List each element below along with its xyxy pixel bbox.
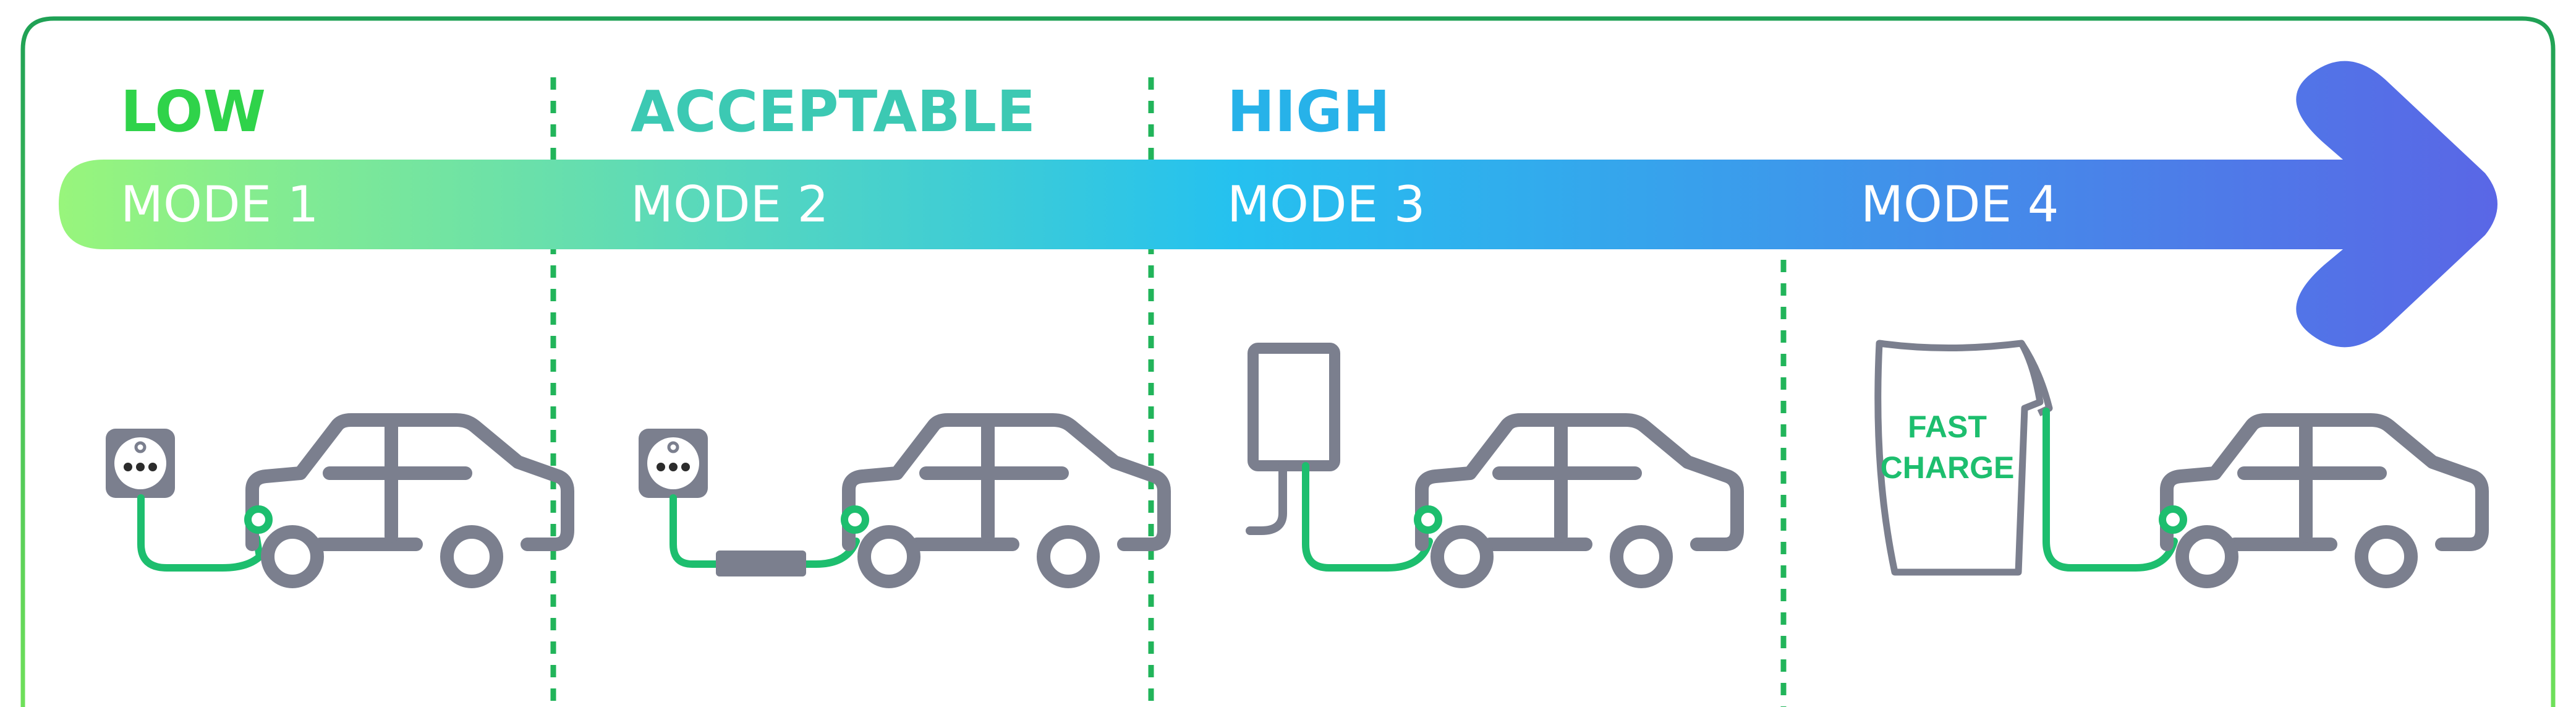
power-level-arrow <box>59 61 2497 348</box>
level-label-low: LOW <box>121 79 266 145</box>
car-icon <box>248 420 567 581</box>
socket-icon <box>639 429 708 498</box>
fast-charge-label-line1: FAST <box>1908 409 1987 444</box>
fast-charge-label-line2: CHARGE <box>1881 450 2015 485</box>
charging-cable <box>670 494 860 568</box>
charging-cable <box>1302 462 1433 572</box>
car-icon <box>844 420 1164 581</box>
mode-label-3: MODE 3 <box>1227 176 1425 233</box>
mode-label-1: MODE 1 <box>121 176 318 233</box>
mode-2-illustration <box>639 420 1164 581</box>
charging-cable <box>137 494 263 572</box>
mode-3-illustration <box>1246 343 1737 581</box>
car-icon <box>2162 420 2482 581</box>
mode-label-4: MODE 4 <box>1861 176 2059 233</box>
mode-4-illustration: FAST CHARGE <box>1874 340 2482 581</box>
frame-border <box>20 16 2556 707</box>
car-icon <box>1418 420 1737 581</box>
cable-box-icon <box>716 551 806 576</box>
mode-1-illustration <box>106 420 567 581</box>
mode-label-2: MODE 2 <box>631 176 828 233</box>
level-label-acceptable: ACCEPTABLE <box>631 79 1035 145</box>
charging-cable <box>2043 408 2178 572</box>
fast-charger-icon <box>1874 340 2044 576</box>
socket-icon <box>106 429 175 498</box>
wallbox-icon <box>1248 343 1340 471</box>
level-label-high: HIGH <box>1227 79 1390 145</box>
